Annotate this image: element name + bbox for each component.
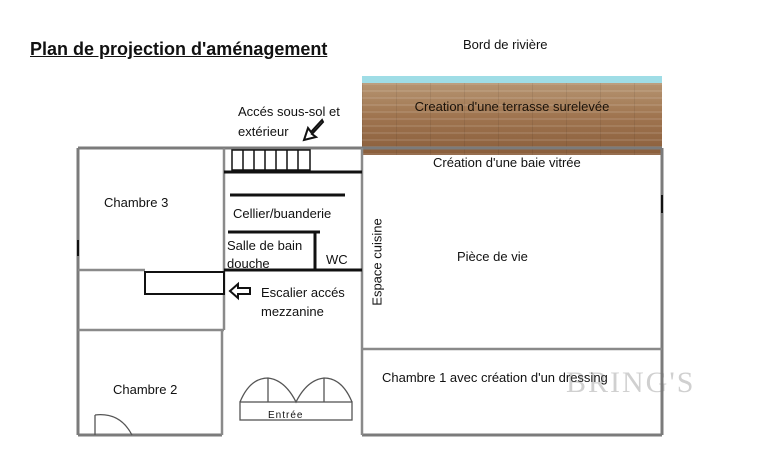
stairs-label-line2: mezzanine <box>261 304 324 319</box>
bathroom-label-line2: douche <box>227 256 270 271</box>
arrow-access-icon <box>302 118 325 142</box>
living-room-label: Pièce de vie <box>457 249 528 264</box>
terrace-label: Creation d'une terrasse surelevée <box>414 99 610 114</box>
mezzanine-stair-block <box>144 271 225 295</box>
bedroom1-label: Chambre 1 avec création d'un dressing <box>382 370 608 385</box>
arrow-stairs-icon <box>228 281 251 301</box>
access-label-line1: Accés sous-sol et <box>238 104 340 119</box>
basement-stairs <box>231 149 311 171</box>
kitchen-label: Espace cuisine <box>369 218 385 306</box>
stairs-label-line1: Escalier accés <box>261 285 345 300</box>
access-label-line2: extérieur <box>238 124 289 139</box>
bedroom2-door-arc <box>94 414 133 436</box>
bathroom-label-line1: Salle de bain <box>227 238 303 253</box>
river-label: Bord de rivière <box>463 37 548 52</box>
bedroom3-label: Chambre 3 <box>104 195 169 210</box>
entrance-label: Entrée <box>268 410 304 421</box>
cellar-label: Cellier/buanderie <box>233 206 332 221</box>
plan-title: Plan de projection d'aménagement <box>30 39 328 59</box>
terrace-area: Creation d'une terrasse surelevée <box>362 76 662 155</box>
brand-watermark: BRING'S <box>566 366 696 399</box>
bedroom2-label: Chambre 2 <box>113 382 178 397</box>
bay-window-label: Création d'une baie vitrée <box>433 155 581 170</box>
entrance-door-arcs <box>239 377 353 404</box>
wc-label: WC <box>326 252 348 267</box>
